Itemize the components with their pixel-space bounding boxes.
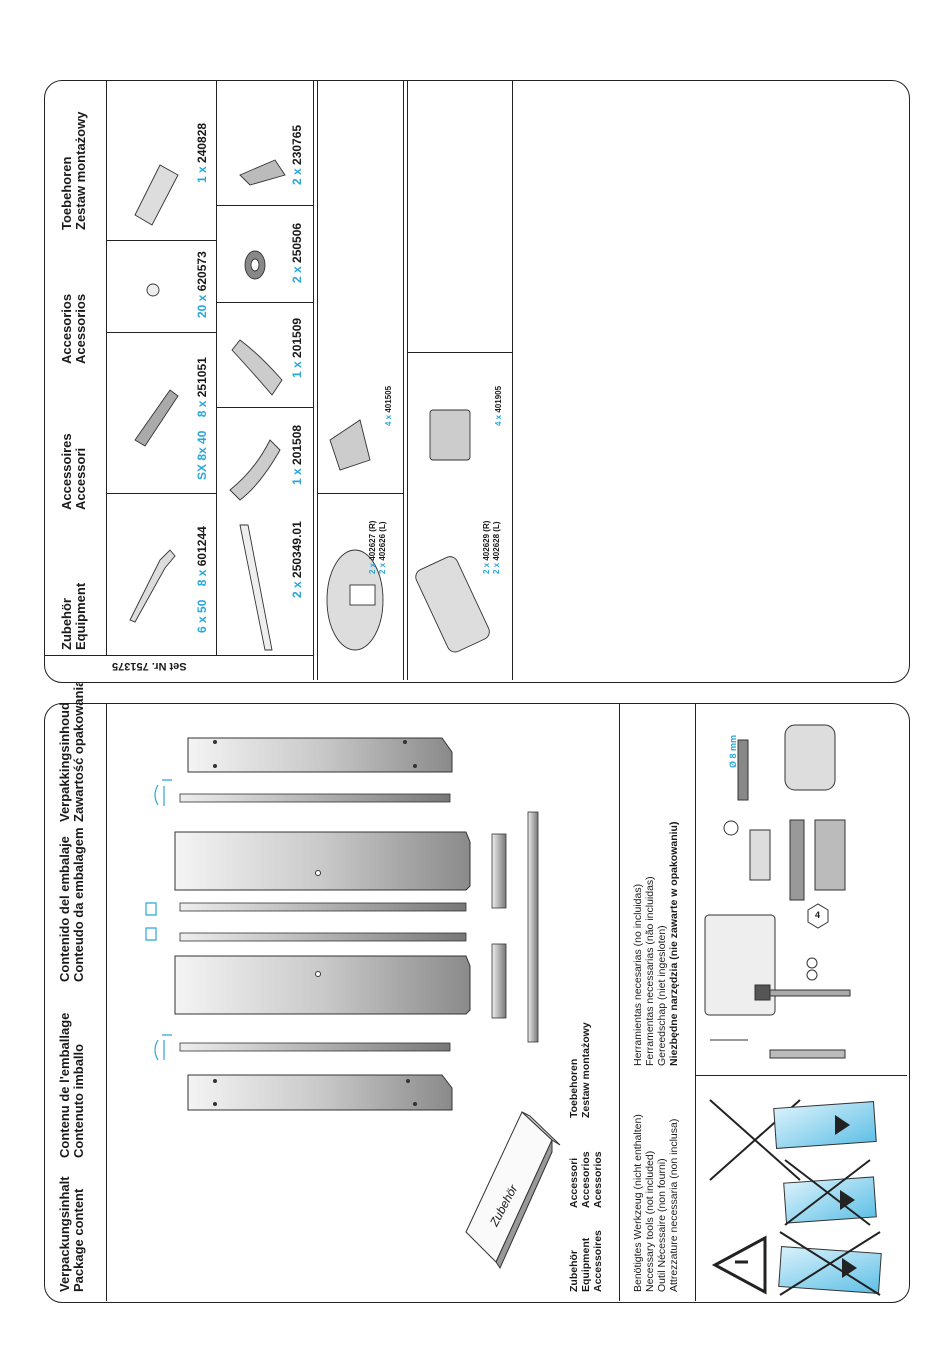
- row-divider-mid: [216, 81, 218, 656]
- clamp-rect-icon: [429, 409, 471, 461]
- header-divider-right: [106, 81, 108, 656]
- hinge-rect-label: 2 x 402629 (R) 2 x 402628 (L): [482, 520, 501, 574]
- door-panel-small-bottom: [187, 1074, 453, 1111]
- tools-divider-right: [695, 704, 697, 1301]
- set-nr-divider: [45, 655, 314, 657]
- row-divider-d: [217, 407, 313, 409]
- col-divider-2: [403, 81, 405, 680]
- accessory-box: [465, 1111, 561, 1270]
- profile-long: [527, 811, 539, 1043]
- cap-icon: [146, 283, 160, 297]
- hinge-rect-icon: [415, 556, 490, 653]
- warning-divider: [696, 1075, 907, 1077]
- seal-strip-1: [179, 793, 451, 803]
- row-divider-b: [107, 332, 217, 334]
- tools-illustration: [704, 724, 851, 1059]
- col-divider-1b: [317, 81, 319, 680]
- profile-short-1: [491, 833, 507, 909]
- row-divider-c: [107, 240, 217, 242]
- door-panel-small-top: [187, 737, 453, 773]
- profile-label: 2 x 250349.01: [290, 521, 304, 598]
- clip-icon: [134, 164, 179, 226]
- col-divider-1: [313, 81, 315, 680]
- dowel-icon: [134, 389, 179, 447]
- dowel-label: SX 8x 40 8 x 251051: [195, 357, 209, 480]
- seal-left-label: 1 x 201508: [290, 424, 304, 485]
- col-divider-2b: [407, 81, 409, 680]
- fitting-icon-3: [154, 1034, 172, 1061]
- warning-illustration: [709, 1099, 882, 1296]
- clip-label: 1 x 240828: [195, 122, 209, 183]
- seal-right-label: 1 x 201509: [290, 317, 304, 378]
- profile-icon: [239, 524, 273, 651]
- seal-strip-3: [179, 932, 467, 942]
- row-divider-e: [217, 302, 313, 304]
- screw-icon: [129, 549, 176, 623]
- clamp-rect-label: 4 x 401905: [494, 385, 503, 426]
- profile-short-2: [491, 943, 507, 1019]
- fitting-icon-2: [145, 902, 157, 941]
- bracket-label: 2 x 230765: [290, 124, 304, 185]
- tools-divider-left: [619, 704, 621, 1301]
- accessories-panel: [44, 80, 910, 683]
- seal-right-icon: [231, 339, 283, 396]
- row-divider-h: [407, 352, 512, 354]
- glass-panel-large-top: [174, 831, 471, 891]
- header-divider: [106, 704, 108, 1301]
- bracket-icon: [239, 159, 286, 186]
- washer-label: 2 x 250506: [290, 222, 304, 283]
- screw-label: 6 x 50 8 x 601244: [195, 526, 209, 633]
- seal-strip-4: [179, 1042, 451, 1052]
- cap-label: 20 x 620573: [195, 251, 209, 318]
- seal-left-icon: [229, 439, 281, 501]
- seal-strip-2: [179, 902, 467, 912]
- col-divider-3: [512, 81, 514, 680]
- row-divider-g: [317, 493, 404, 495]
- clamp-oval-icon: [329, 419, 371, 471]
- row-divider-f: [217, 205, 313, 207]
- fitting-icon-1: [154, 779, 172, 806]
- glass-panel-large-bottom: [174, 955, 471, 1015]
- row-divider-a: [107, 493, 217, 495]
- hinge-oval-label: 2 x 402627 (R) 2 x 402626 (L): [368, 520, 387, 574]
- hex-key-size-label: 4: [815, 910, 821, 920]
- clamp-oval-label: 4 x 401505: [384, 385, 393, 426]
